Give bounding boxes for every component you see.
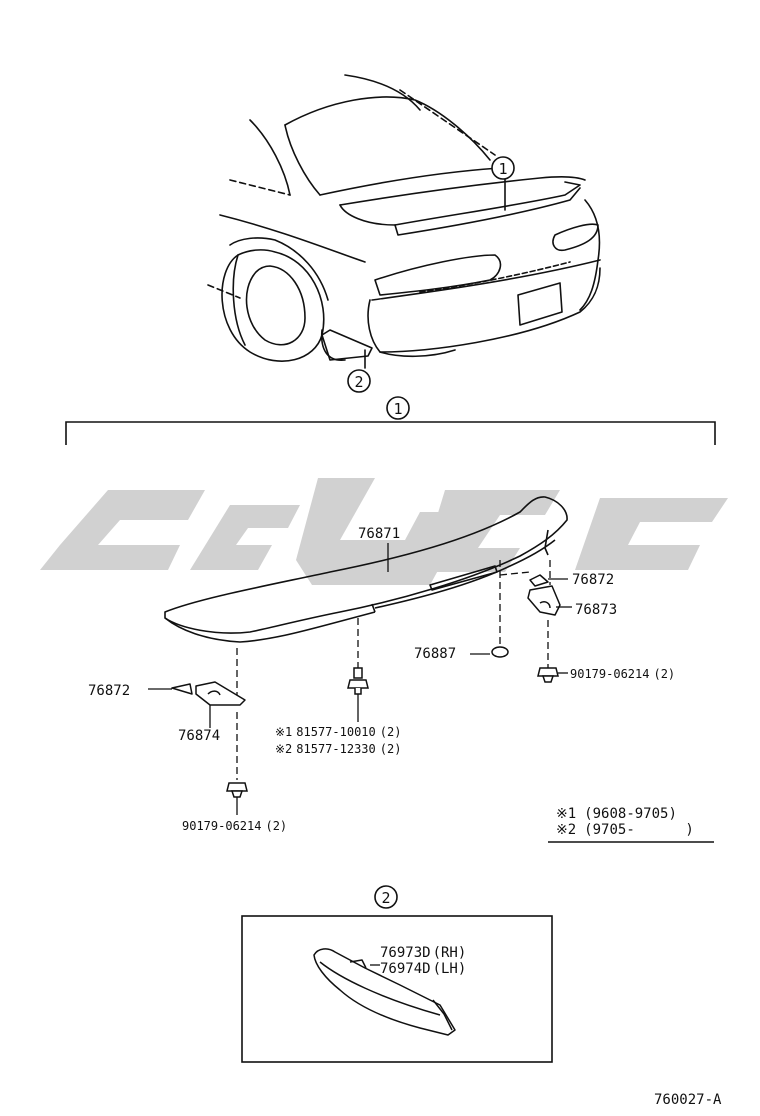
watermark-logo: [40, 478, 728, 585]
clip-icon: [347, 667, 369, 695]
spoiler-leaders: [236, 560, 551, 780]
label-bracket-left: 76872: [88, 683, 130, 699]
svg-text:※2(9705- ): ※2(9705- ): [556, 822, 694, 838]
svg-text:2: 2: [381, 889, 390, 907]
callout-mudguard-top: 2: [347, 369, 371, 393]
nut-left-icon: [226, 782, 248, 798]
spoiler-drawing: [164, 496, 568, 643]
label-bracket-right-lower: 76873: [575, 602, 617, 618]
label-76871: 76871: [358, 526, 400, 542]
label-bracket-left-lower: 76874: [178, 728, 220, 744]
label-nut-right: 90179-06214(2): [570, 667, 675, 681]
section-2-box: [241, 915, 553, 1063]
label-mudguard-rh: 76973D(RH): [380, 945, 466, 961]
svg-text:2: 2: [354, 373, 363, 391]
car-rear-illustration: [207, 74, 601, 369]
callout-section-2: 2: [374, 885, 398, 909]
callout-spoiler-top: 1: [491, 156, 515, 180]
label-nut-left: 90179-06214(2): [182, 819, 287, 833]
nut-right-icon: [537, 667, 559, 683]
label-mudguard-lh: 76974D(LH): [380, 961, 466, 977]
label-grommet: 76887: [414, 646, 456, 662]
label-bracket-right: 76872: [572, 572, 614, 588]
svg-text:※1(9608-9705): ※1(9608-9705): [556, 806, 677, 822]
mudguard-drawing: [313, 948, 456, 1036]
svg-text:1: 1: [393, 400, 402, 418]
callout-section-1: 1: [386, 396, 410, 420]
section-1-bracket: [65, 421, 716, 445]
bracket-left: [171, 681, 246, 706]
grommet-icon: [491, 646, 509, 658]
legend: ※1(9608-9705) ※2(9705- ): [548, 806, 714, 843]
svg-text:1: 1: [498, 160, 507, 178]
bracket-right: [527, 574, 561, 616]
drawing-code: 760027-A: [654, 1092, 722, 1108]
